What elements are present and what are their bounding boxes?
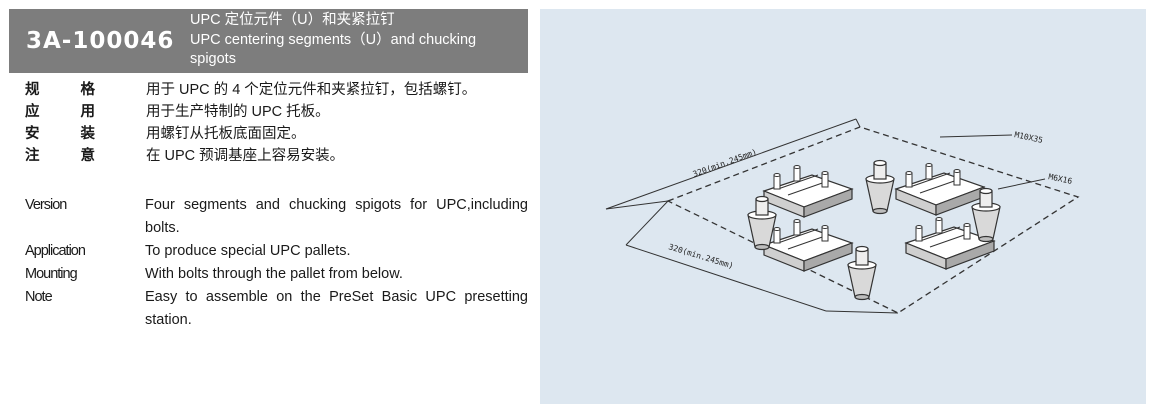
spec-row-note-en: Note Easy to assemble on the PreSet Basi… xyxy=(25,286,528,332)
spec-row-mounting-en: Mounting With bolts through the pallet f… xyxy=(25,263,528,286)
spec-label: 规格 xyxy=(25,82,95,98)
spec-value: To produce special UPC pallets. xyxy=(145,243,351,259)
product-code: 3A-100046 xyxy=(26,28,175,54)
spec-value: 在 UPC 预调基座上容易安装。 xyxy=(146,148,345,164)
spec-label: 安装 xyxy=(25,126,95,142)
product-header: 3A-100046 UPC 定位元件（U）和夹紧拉钉 UPC centering… xyxy=(9,9,528,73)
spec-label: Mounting xyxy=(25,266,78,282)
segment-bottom-left xyxy=(763,218,853,272)
spec-value: 用于生产特制的 UPC 托板。 xyxy=(146,104,330,120)
dim-label-top: 320(min.245mm) xyxy=(692,147,758,179)
product-title-zh: UPC 定位元件（U）和夹紧拉钉 xyxy=(190,12,395,28)
spec-row-application-en: Application To produce special UPC palle… xyxy=(25,240,528,263)
pallet-outline xyxy=(666,126,1080,314)
dim-label-bottom: 320(min.245mm) xyxy=(667,242,734,270)
segment-top-left xyxy=(763,164,853,218)
spec-label: Application xyxy=(25,243,86,259)
product-line-drawing: 320(min.245mm) 320(min.245mm) M10X35 M6X… xyxy=(605,118,1080,314)
spec-label: Note xyxy=(25,289,53,305)
dimension-lines xyxy=(605,118,1046,314)
spec-label: 注意 xyxy=(25,148,95,164)
spec-value: 用螺钉从托板底面固定。 xyxy=(146,126,306,142)
spec-label: 应用 xyxy=(25,104,95,120)
spec-value: With bolts through the pallet from below… xyxy=(145,266,403,282)
spec-value: 用于 UPC 的 4 个定位元件和夹紧拉钉，包括螺钉。 xyxy=(146,82,477,98)
segment-top-right xyxy=(895,162,985,216)
product-drawing-panel: 320(min.245mm) 320(min.245mm) M10X35 M6X… xyxy=(540,9,1146,404)
callout-bolt-m6: M6X16 xyxy=(1048,172,1074,186)
spec-value: Four segments and chucking spigots for U… xyxy=(145,197,528,236)
spec-list-en: Version Four segments and chucking spigo… xyxy=(25,194,528,332)
spigot-bottom xyxy=(847,245,877,301)
spec-row-version-en: Version Four segments and chucking spigo… xyxy=(25,194,528,240)
product-title-en: UPC centering segments（U）and chucking sp… xyxy=(190,32,477,67)
spigot-top xyxy=(865,159,895,215)
callout-bolt-m10: M10X35 xyxy=(1014,130,1044,145)
spec-label: Version xyxy=(25,197,67,213)
spec-value: Easy to assemble on the PreSet Basic UPC… xyxy=(145,289,528,328)
